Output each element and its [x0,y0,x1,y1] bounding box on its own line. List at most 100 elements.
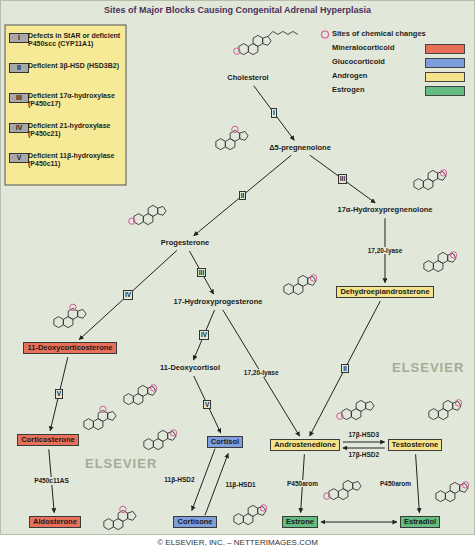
steroid-skeleton [104,506,136,529]
compound-name: Androstenedione [274,441,336,450]
ground [0,0,475,535]
copyright-caption: © ELSEVIER, INC. – NETTERIMAGES.COM [0,538,475,547]
compound-name: 17α-Hydroxypregnenolone [337,206,432,215]
compound-name: Cholesterol [227,74,268,83]
reaction-arrow [254,86,295,141]
diagram-title: Sites of Major Blocks Causing Congenital… [0,5,475,15]
enzyme-label: 17β-HSD2 [347,451,380,458]
legend-swatch [425,44,465,54]
compound-name: Progesterone [161,239,209,248]
reaction-arrow [223,310,300,436]
steroid-structures [54,31,469,529]
reaction-arrow [416,454,420,512]
block-number: II [9,63,29,73]
reaction-arrow [310,301,381,436]
block-marker: IV [199,330,209,339]
compound-name: 11-Deoxycortisol [160,364,220,373]
steroid-skeleton [424,252,457,272]
legend-text: Estrogen [332,86,365,95]
reaction-arrow [193,310,214,360]
hormone-box: Dehydroepiandrosterone [336,286,433,299]
compound-name: Estradiol [404,518,436,527]
legend-circle-sample [322,31,329,38]
steroid-skeleton [234,505,267,525]
enzyme-label: 17,20-lyase [367,247,404,254]
block-marker: III [197,268,206,277]
key-panel [5,25,126,185]
watermark: ELSEVIER [85,457,157,472]
hormone-box: Cortisone [173,516,216,529]
reaction-arrow [310,155,376,203]
steroid-skeleton [284,275,317,295]
enzyme-label: P450arom [286,480,319,487]
compound-name: Testosterone [392,441,439,450]
block-number: I [9,33,29,43]
compound-label: Progesterone [159,238,211,249]
reaction-arrow [189,251,213,294]
enzyme-label: P450arom [379,480,412,487]
block-marker: V [55,389,63,398]
steroid-skeleton [84,406,116,429]
compound-label: 17-Hydroxyprogesterone [172,297,265,308]
steroid-skeleton [436,482,469,502]
steroid-skeleton [414,170,447,190]
compound-label: Cholesterol [225,73,270,84]
block-marker: II [239,191,247,200]
defect-text: Defects in StAR or deficient P450scc (CY… [28,32,122,48]
steroid-skeleton [216,126,248,149]
hormone-box: Estradiol [400,516,440,529]
steroid-skeleton [324,480,361,499]
hormone-box: Corticosterone [17,434,78,447]
block-number: V [9,153,29,163]
hormone-box: Aldosterone [29,516,81,529]
legend-swatch [425,58,465,68]
enzyme-label: P450c11AS [33,477,70,484]
hormone-box: Estrone [282,516,318,529]
hormone-box: Testosterone [388,439,443,452]
steroid-skeleton [234,31,298,54]
compound-label: 11-Deoxycortisol [158,363,222,374]
steroid-skeleton [124,385,157,405]
compound-name: Estrone [286,518,314,527]
legend-text: Androgen [332,72,367,81]
watermark: ELSEVIER [392,361,464,376]
defect-text: Deficient 21-hydroxylase (P450c21) [28,122,122,138]
compound-name: Dehydroepiandrosterone [340,288,429,297]
enzyme-label: 11β-HSD2 [163,476,195,483]
frame [1,1,475,535]
steroid-skeleton [429,400,462,420]
compound-label: Δ5-pregnenolone [267,143,333,154]
hormone-box: Cortisol [207,436,243,449]
block-marker: IV [123,290,133,299]
hormone-box: 11-Deoxycorticosterone [23,342,116,355]
enzyme-label: 17β-HSD3 [347,431,380,438]
steroid-skeleton [337,400,374,419]
compound-name: Cortisone [177,518,212,527]
block-marker: V [203,400,211,409]
legend-text: Sites of chemical changes [332,30,426,39]
steroid-skeleton [129,205,166,224]
block-number: IV [9,123,29,133]
reaction-arrow [194,376,221,433]
steroid-skeleton [54,304,86,327]
legend-swatch [425,72,465,82]
steroid-skeleton [144,430,177,450]
block-marker: III [338,174,347,183]
legend-text: Glucocorticoid [332,58,385,67]
compound-name: Δ5-pregnenolone [269,144,331,153]
defect-text: Deficient 3β-HSD (HSD3B2) [28,62,122,70]
hormone-box: Androstenedione [270,439,340,452]
reaction-arrow [343,448,385,449]
compound-name: Corticosterone [21,436,74,445]
block-marker: I [271,108,277,117]
compound-name: 11-Deoxycorticosterone [27,344,112,353]
defect-text: Deficient 11β-hydroxylase (P450c11) [28,152,122,168]
compound-name: Aldosterone [33,518,77,527]
block-number: III [9,93,29,103]
enzyme-label: 11β-HSD1 [224,481,256,488]
reaction-arrow [194,155,292,236]
defect-text: Deficient 17α-hydroxylase (P450c17) [28,92,122,108]
legend-text: Mineralocorticoid [332,44,395,53]
